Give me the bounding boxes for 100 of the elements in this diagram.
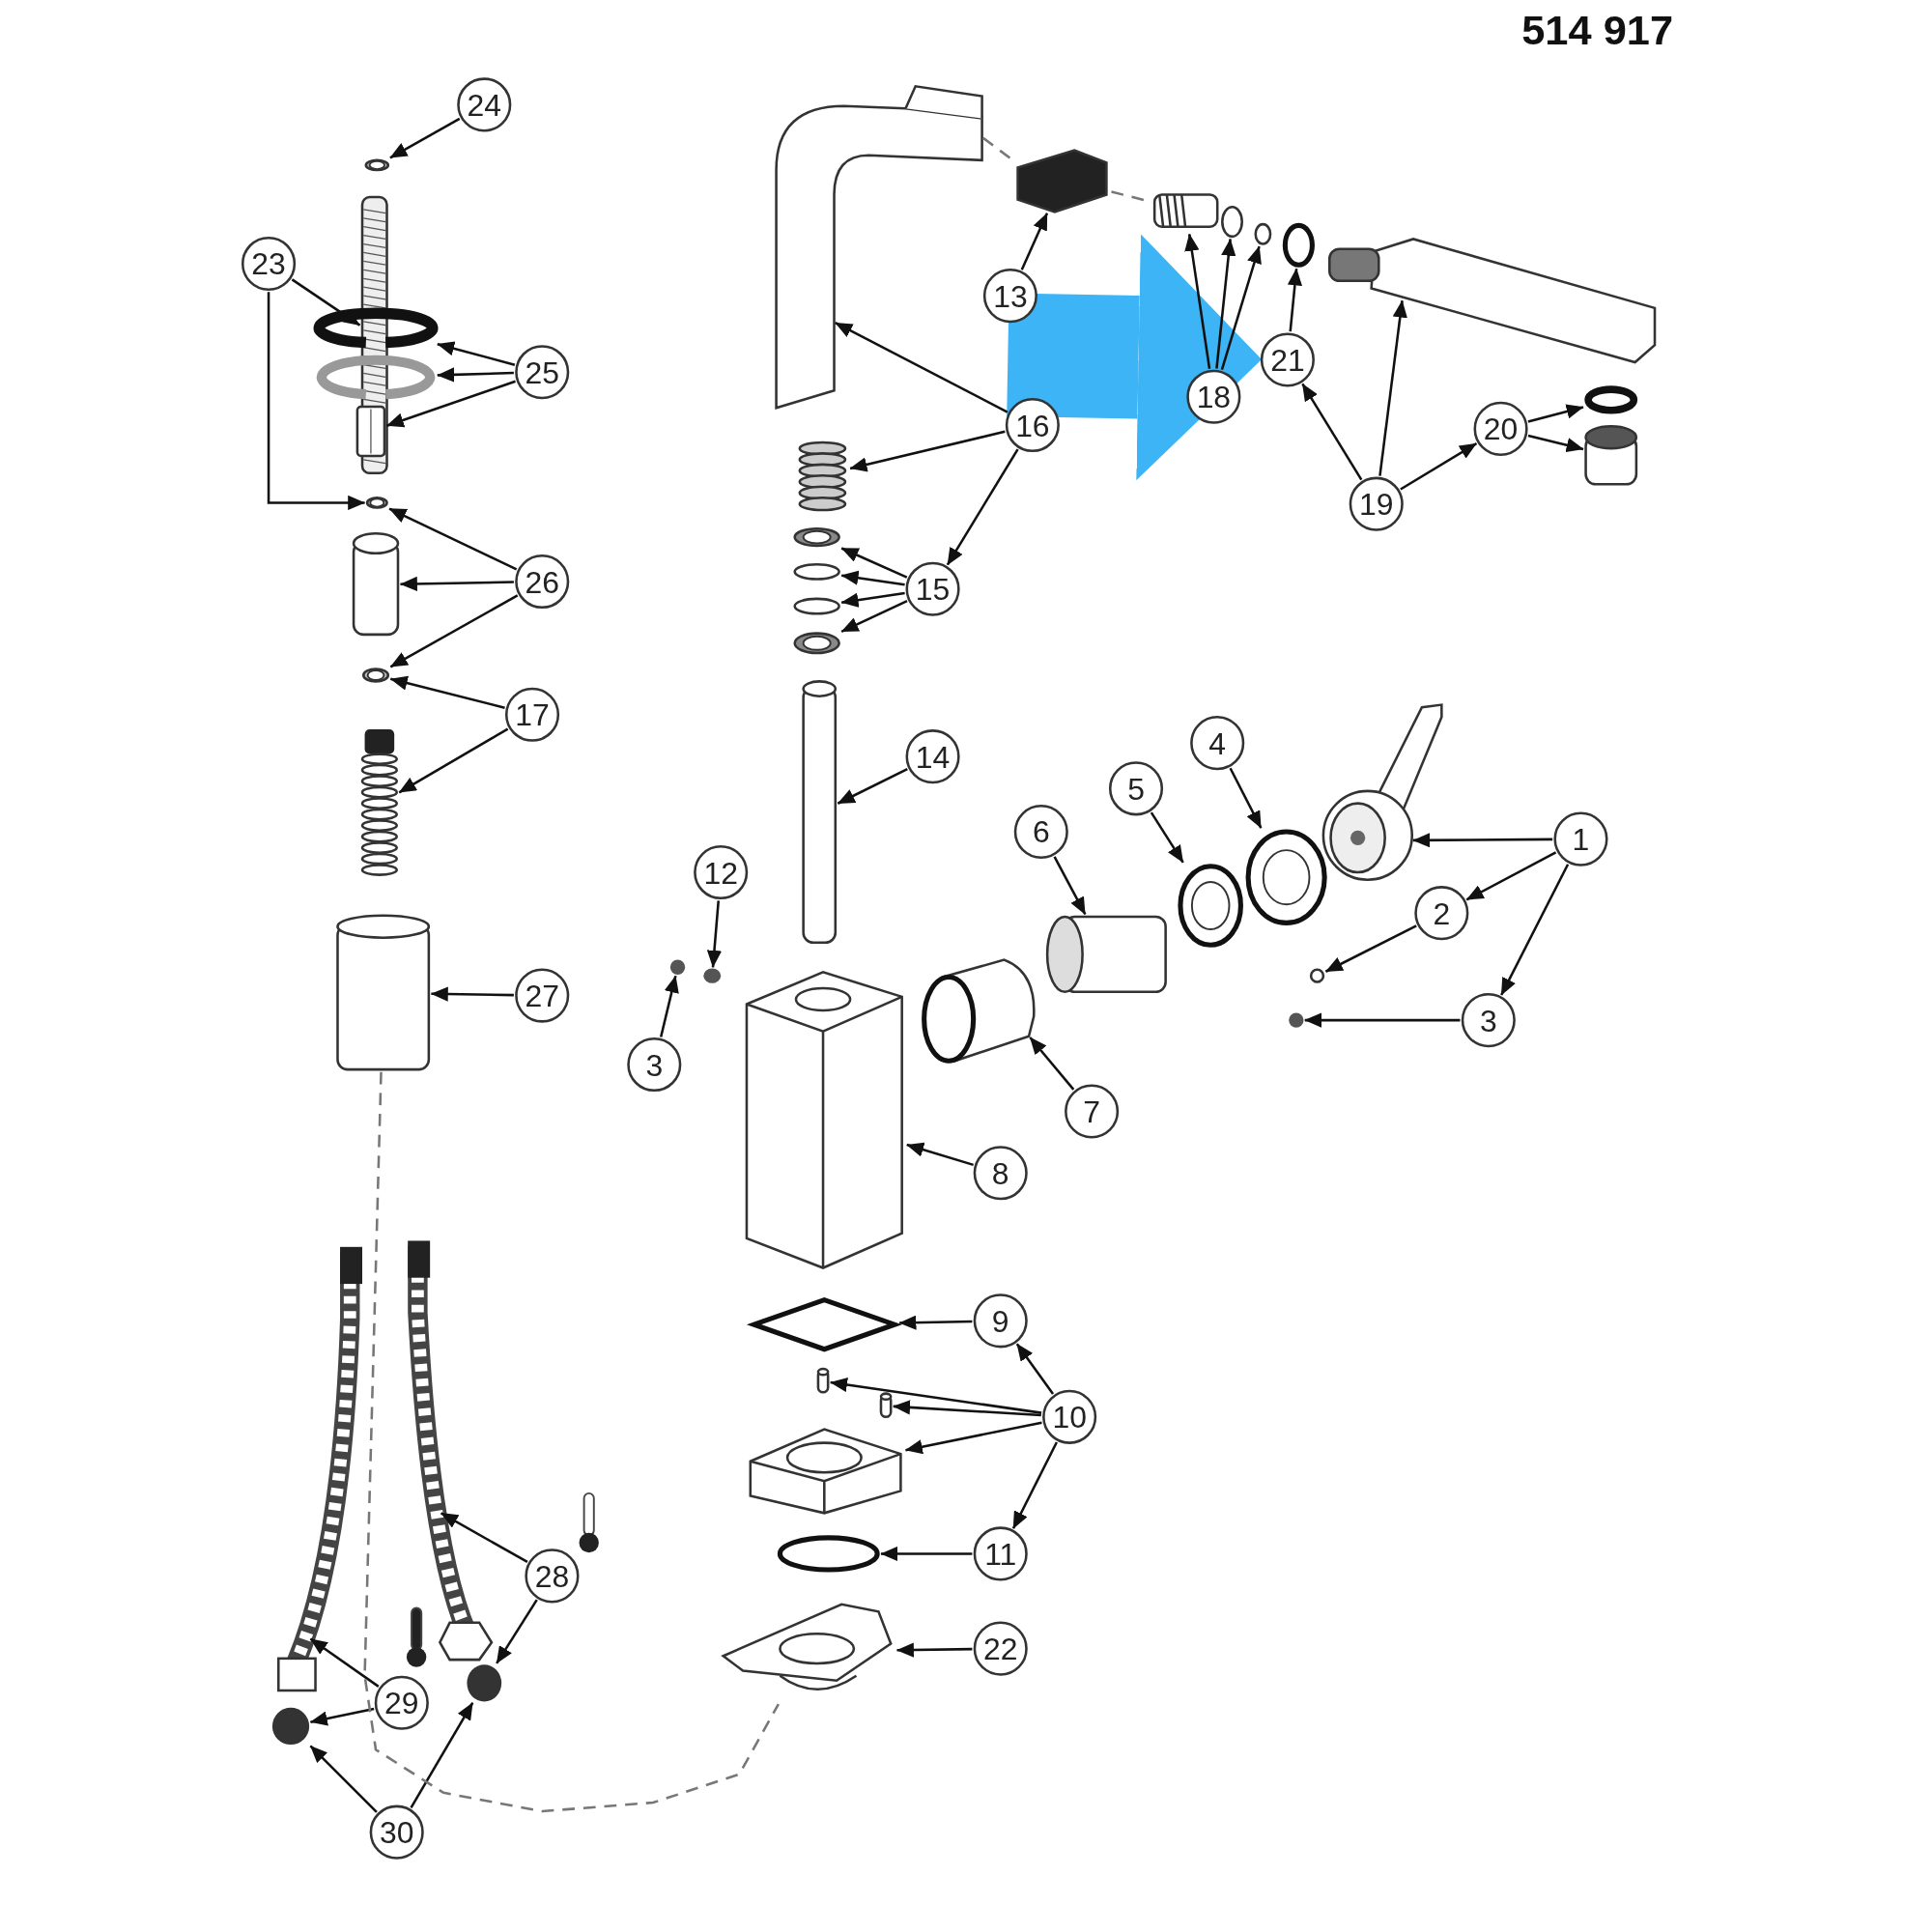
part-number: 514 917 bbox=[1521, 6, 1673, 55]
cartridge-drawing bbox=[1044, 914, 1169, 995]
leader-line bbox=[309, 1707, 375, 1726]
callout-number: 3 bbox=[627, 1037, 682, 1093]
leader-line bbox=[1053, 856, 1087, 916]
leader-line bbox=[291, 278, 361, 327]
leader-line bbox=[1287, 268, 1302, 332]
callout-number: 25 bbox=[515, 345, 570, 400]
leader-line bbox=[386, 380, 516, 428]
leader-line bbox=[905, 1421, 1042, 1455]
leader-line bbox=[430, 986, 514, 1002]
callout-number: 20 bbox=[1473, 401, 1528, 456]
assembly-line bbox=[363, 1071, 780, 1813]
leader-line bbox=[1229, 767, 1263, 829]
leader-line bbox=[440, 1512, 528, 1564]
callout-number: 27 bbox=[515, 968, 570, 1023]
cap-drawing bbox=[1219, 204, 1245, 240]
callout-number: 17 bbox=[504, 687, 560, 742]
leader-line bbox=[1301, 383, 1363, 481]
leader-line bbox=[437, 341, 516, 366]
nut-drawing bbox=[355, 404, 387, 459]
leader-line bbox=[389, 594, 519, 668]
washer-drawing bbox=[364, 495, 390, 511]
leader-line bbox=[1500, 864, 1570, 996]
callout-number: 12 bbox=[694, 845, 749, 900]
leader-line bbox=[840, 591, 905, 608]
leader-line bbox=[837, 768, 908, 805]
leader-line bbox=[1324, 924, 1417, 973]
callout-number: 13 bbox=[982, 269, 1037, 324]
leader-line bbox=[880, 1546, 973, 1562]
pin-drawing bbox=[878, 1392, 894, 1420]
callout-number: 26 bbox=[515, 554, 570, 610]
leader-line bbox=[706, 900, 723, 968]
callout-number: 1 bbox=[1553, 811, 1608, 867]
clip-ring-drawing bbox=[314, 307, 438, 348]
leader-line bbox=[840, 547, 908, 579]
leader-line bbox=[1150, 811, 1184, 864]
leader-line bbox=[400, 576, 514, 592]
leader-line bbox=[1184, 233, 1211, 369]
screw-drawing bbox=[1287, 1011, 1305, 1030]
highlight-arrow bbox=[1007, 234, 1263, 481]
leader-line bbox=[410, 1702, 474, 1809]
callout-number: 19 bbox=[1349, 476, 1404, 531]
leader-line bbox=[893, 1400, 1041, 1417]
callout-number: 6 bbox=[1013, 804, 1068, 860]
ring-drawing bbox=[1244, 828, 1328, 927]
ring-drawing bbox=[1177, 862, 1245, 950]
fitting-drawing bbox=[466, 1662, 503, 1703]
pin-drawing bbox=[815, 1367, 831, 1395]
o-ring-drawing bbox=[1281, 221, 1317, 270]
leader-line bbox=[946, 448, 1019, 566]
leader-line bbox=[1378, 299, 1407, 476]
leader-line bbox=[267, 292, 366, 511]
leader-line bbox=[849, 430, 1006, 472]
leader-line bbox=[1029, 1037, 1075, 1091]
leader-line bbox=[1527, 404, 1584, 423]
leader-line bbox=[398, 727, 509, 794]
callout-number: 24 bbox=[457, 77, 512, 132]
callout-number: 28 bbox=[525, 1548, 580, 1604]
leader-line bbox=[1215, 238, 1236, 369]
leader-line bbox=[840, 570, 905, 586]
callout-number: 10 bbox=[1042, 1389, 1097, 1444]
o-ring-drawing bbox=[1253, 221, 1273, 247]
leader-line bbox=[1304, 1012, 1461, 1028]
leader-line bbox=[1400, 441, 1478, 491]
leader-line bbox=[389, 117, 461, 159]
leader-line bbox=[437, 367, 514, 383]
leader-line bbox=[1015, 1343, 1055, 1395]
leader-line bbox=[840, 600, 908, 633]
leader-line bbox=[388, 507, 518, 571]
seal-ring-drawing bbox=[1583, 384, 1639, 415]
callout-number: 2 bbox=[1414, 886, 1469, 941]
seal-ring-drawing bbox=[792, 526, 842, 549]
screw-drawing bbox=[1308, 967, 1326, 985]
callout-number: 14 bbox=[905, 729, 960, 784]
leader-line bbox=[898, 1315, 973, 1330]
screw-drawing bbox=[702, 967, 723, 985]
gasket-drawing bbox=[749, 1295, 900, 1353]
leader-line bbox=[1220, 245, 1262, 371]
callout-number: 29 bbox=[374, 1675, 429, 1730]
leader-line bbox=[496, 1599, 538, 1664]
callout-number: 7 bbox=[1065, 1084, 1120, 1139]
leader-line bbox=[659, 975, 679, 1037]
callout-number: 8 bbox=[973, 1146, 1028, 1201]
washer-drawing bbox=[360, 667, 391, 684]
fitting-drawing bbox=[270, 1706, 311, 1747]
o-ring-drawing bbox=[792, 596, 842, 616]
leader-line bbox=[1020, 213, 1049, 270]
callout-number: 3 bbox=[1461, 993, 1516, 1048]
callout-number: 11 bbox=[973, 1526, 1028, 1581]
callout-number: 9 bbox=[973, 1293, 1028, 1349]
callout-number: 5 bbox=[1108, 761, 1164, 816]
leader-line bbox=[389, 675, 505, 709]
leader-line bbox=[835, 322, 1009, 413]
callout-number: 30 bbox=[369, 1804, 424, 1860]
callout-number: 23 bbox=[242, 236, 297, 291]
screw-drawing bbox=[668, 958, 687, 977]
leader-line bbox=[1527, 434, 1584, 453]
leader-line bbox=[309, 1745, 378, 1813]
o-ring-drawing bbox=[776, 1534, 881, 1574]
